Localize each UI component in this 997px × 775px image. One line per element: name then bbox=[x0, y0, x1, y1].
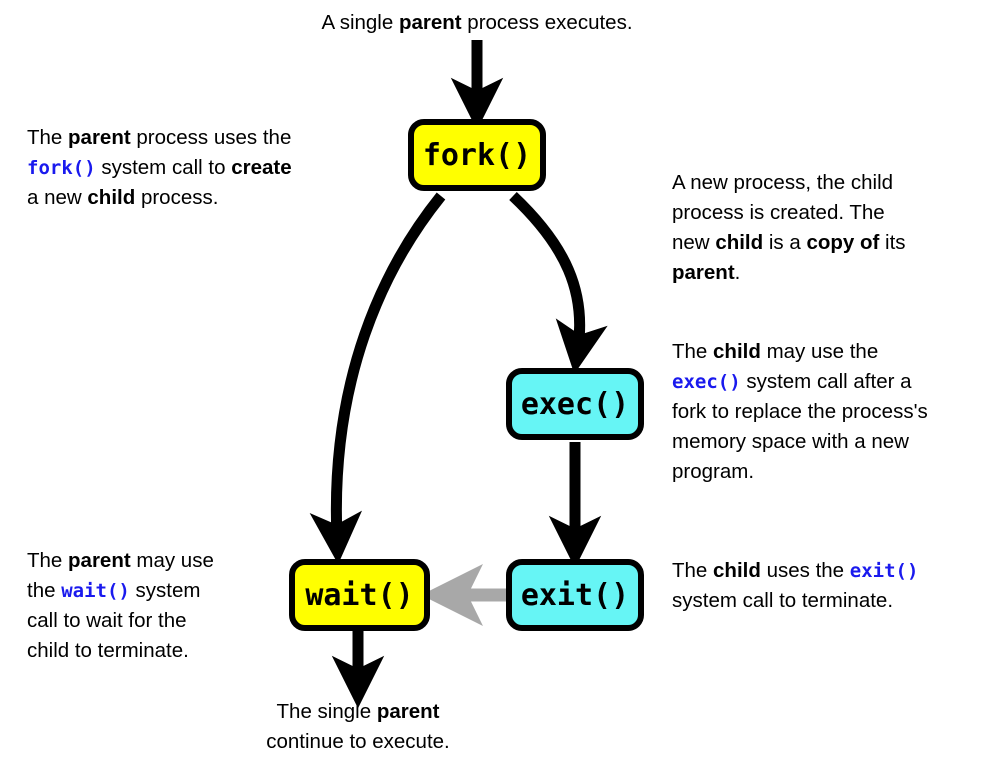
text-line: The child may use the bbox=[672, 340, 879, 363]
node-wait-label: wait() bbox=[305, 577, 414, 613]
child-created-note: A new process, the child process is creat… bbox=[672, 168, 982, 288]
node-fork[interactable]: fork() bbox=[408, 119, 546, 191]
node-exec-label: exec() bbox=[520, 386, 630, 422]
exec-note: The child may use the exec() system call … bbox=[672, 337, 992, 487]
text-line: The parent process uses the bbox=[27, 126, 292, 149]
text-line: parent. bbox=[672, 261, 741, 284]
text-line: the wait() system bbox=[27, 579, 201, 602]
node-wait[interactable]: wait() bbox=[289, 559, 430, 631]
text-line: system call to terminate. bbox=[672, 589, 894, 612]
text-line: a new child process. bbox=[27, 186, 219, 209]
text-line: program. bbox=[672, 460, 755, 483]
text-line: continue to execute. bbox=[266, 730, 450, 753]
exit-note: The child uses the exit() system call to … bbox=[672, 556, 992, 616]
edge-fork-to-wait bbox=[309, 192, 446, 565]
text-line: A single parent process executes. bbox=[321, 11, 633, 34]
text-line: call to wait for the bbox=[27, 609, 187, 632]
text-line: The child uses the exit() bbox=[672, 559, 919, 582]
node-exec[interactable]: exec() bbox=[506, 368, 644, 440]
text-line: fork() system call to create bbox=[27, 156, 292, 179]
text-line: The parent may use bbox=[27, 549, 214, 572]
node-exit[interactable]: exit() bbox=[506, 559, 644, 631]
text-line: A new process, the child bbox=[672, 171, 894, 194]
text-line: The single parent bbox=[276, 700, 440, 723]
top-caption: A single parent process executes. bbox=[262, 8, 692, 38]
wait-note: The parent may use the wait() system call … bbox=[27, 546, 277, 666]
text-line: child to terminate. bbox=[27, 639, 189, 662]
bottom-caption: The single parent continue to execute. bbox=[203, 697, 513, 757]
text-line: memory space with a new bbox=[672, 430, 909, 453]
text-line: new child is a copy of its bbox=[672, 231, 906, 254]
text-line: exec() system call after a bbox=[672, 370, 912, 393]
text-line: fork to replace the process's bbox=[672, 400, 928, 423]
fork-note: The parent process uses the fork() system… bbox=[27, 123, 357, 213]
node-fork-label: fork() bbox=[422, 137, 532, 173]
node-exit-label: exit() bbox=[520, 577, 630, 613]
text-line: process is created. The bbox=[672, 201, 885, 224]
edge-fork-to-exec bbox=[509, 192, 608, 374]
